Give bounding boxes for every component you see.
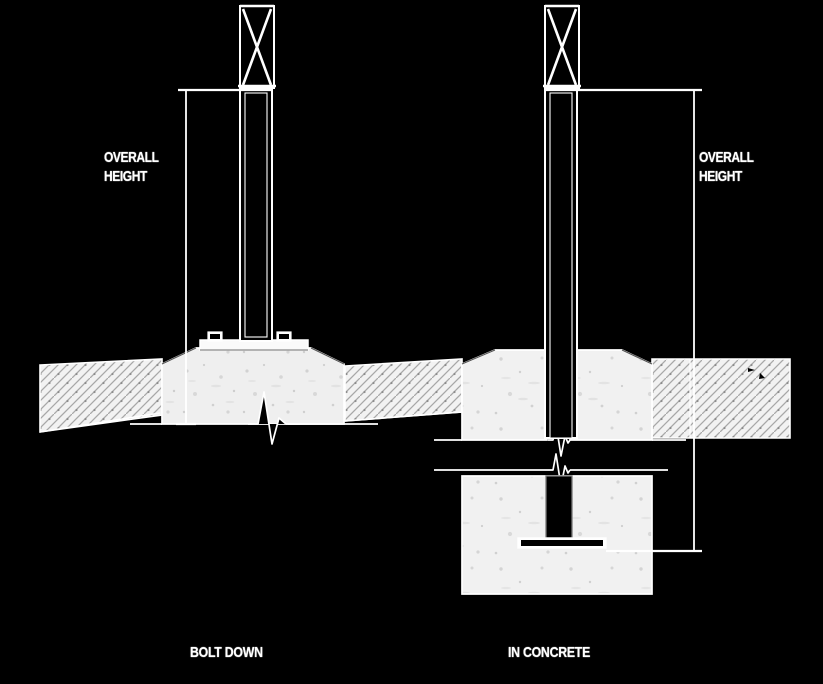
dimension-label-overall-height-left: OVERALL HEIGHT — [104, 149, 159, 185]
subgrade-line-left — [39, 412, 161, 433]
plinth-chamfer-shade — [161, 347, 345, 365]
break-line — [248, 391, 300, 445]
arrow-mark-b — [759, 373, 765, 379]
post-inner-line — [244, 92, 268, 338]
post-inner-line — [549, 92, 573, 439]
dimension-label-overall-height-right: OVERALL HEIGHT — [699, 149, 754, 185]
caption-in-concrete: IN CONCRETE — [508, 644, 591, 661]
ground-hatch-middle — [344, 358, 463, 422]
dimension-overall-height-left — [176, 88, 272, 426]
concrete-haunch-right — [569, 349, 653, 441]
anchor-bolt-left — [207, 331, 223, 342]
post-embedment-void — [545, 475, 573, 539]
detail-in-concrete — [434, 4, 791, 595]
break-line-upper — [548, 423, 571, 457]
post-base-plate-inner — [521, 540, 603, 546]
concrete-haunch-left — [461, 349, 548, 441]
anchor-bolt-right — [276, 331, 292, 342]
subgrade-line-middle — [344, 411, 463, 422]
arrow-mark-a — [748, 368, 755, 372]
caption-bolt-down: BOLT DOWN — [190, 644, 263, 661]
post-top-cross-brace — [238, 4, 276, 89]
haunch-chamfer-shade — [461, 349, 653, 365]
ground-hatch-right — [651, 358, 791, 439]
concrete-plinth — [161, 347, 345, 425]
detail-bolt-down — [39, 4, 463, 445]
post-top-cross-brace — [543, 4, 581, 89]
dimension-overall-height-right — [545, 88, 702, 553]
